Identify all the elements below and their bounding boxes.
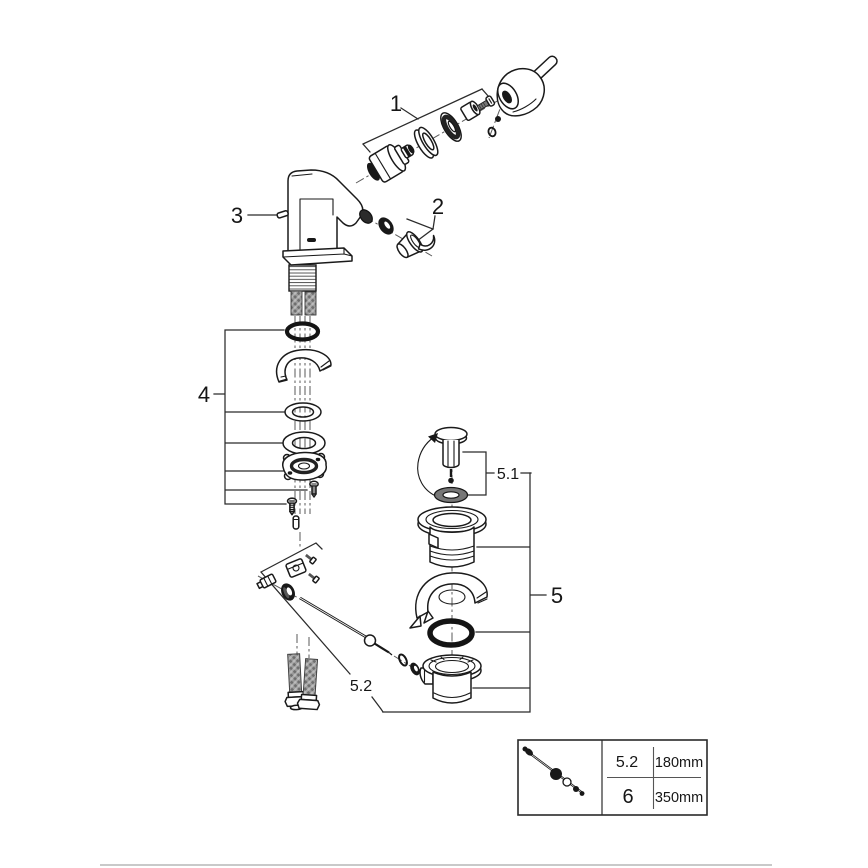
size-table-ref-row1: 5.2 xyxy=(616,754,638,771)
ball-joint-aerator xyxy=(396,231,436,259)
hose-stubs xyxy=(290,290,317,316)
cartridge xyxy=(366,143,415,183)
size-table-ref-row2: 6 xyxy=(622,786,633,808)
supply-hoses xyxy=(284,653,321,711)
clamp-screw-upper xyxy=(305,553,317,565)
mounting-set xyxy=(275,321,332,530)
hex-plug xyxy=(256,573,277,590)
rod-set xyxy=(256,553,420,676)
braided-hose-right xyxy=(296,658,321,711)
callout-5-label: 5 xyxy=(551,583,563,608)
retaining-clip xyxy=(409,572,488,629)
rotation-arrow xyxy=(417,436,439,498)
size-table-length-row2: 350mm xyxy=(655,790,703,806)
body-pin xyxy=(276,210,289,219)
callout-leader-lines xyxy=(213,88,547,713)
callout-5-2-label-backing xyxy=(347,677,376,694)
size-table-rod-thumbnail xyxy=(522,746,585,796)
callout-5-1-label: 5.1 xyxy=(497,466,519,483)
leader-group-2 xyxy=(406,215,436,242)
size-table-length-row1: 180mm xyxy=(655,755,703,771)
adapter-nut xyxy=(460,100,481,122)
drain-large-o-ring xyxy=(427,618,475,648)
drain-body xyxy=(417,506,487,568)
plug-o-ring xyxy=(433,486,469,504)
callout-4-label: 4 xyxy=(198,382,210,407)
rotation-arrow-head xyxy=(428,433,438,443)
cartridge-cap-ring xyxy=(413,126,439,159)
mounting-flange xyxy=(282,451,327,481)
clamp-screw-lower xyxy=(308,572,320,584)
washer-1 xyxy=(284,402,322,422)
flange-screw-right xyxy=(309,480,319,498)
callout-3-label: 3 xyxy=(231,203,243,228)
mousseur-seal xyxy=(378,217,394,235)
rod-grommet xyxy=(281,583,295,601)
faucet-body xyxy=(287,169,364,258)
leader-group-5-2 xyxy=(260,542,384,713)
rod-seal xyxy=(410,662,420,676)
leader-group-4 xyxy=(213,329,308,505)
washer-2 xyxy=(282,431,326,455)
handle-small-ring xyxy=(487,126,497,138)
pop-up-plug xyxy=(434,426,468,484)
shank-o-ring xyxy=(284,321,321,342)
size-table-grid xyxy=(601,740,701,815)
clamp-block xyxy=(285,558,307,578)
guide-pin xyxy=(292,515,300,530)
leader-group-5 xyxy=(382,472,547,713)
size-table: 5.2 180mm 6 350mm xyxy=(517,739,708,816)
lever-handle xyxy=(496,55,558,117)
spout-tip xyxy=(359,209,373,224)
handle-assembly xyxy=(366,55,558,183)
lift-rod xyxy=(299,596,393,656)
handle-bead xyxy=(495,116,501,122)
flange-screw-left xyxy=(286,497,298,516)
callout-1-label: 1 xyxy=(390,91,402,116)
braided-hose-left xyxy=(284,653,308,711)
leader-group-5-1 xyxy=(462,451,532,496)
base-plate xyxy=(282,247,353,266)
body-slot xyxy=(307,238,316,242)
callout-5-2-label: 5.2 xyxy=(350,678,372,695)
rod-o-ring xyxy=(398,653,408,667)
drain-trap xyxy=(419,654,482,704)
waste-set xyxy=(409,426,488,704)
handle-screw xyxy=(476,95,496,111)
threaded-shank xyxy=(288,264,317,292)
aerator-group xyxy=(378,217,436,259)
leader-group-1 xyxy=(362,88,490,153)
escutcheon-ring xyxy=(440,112,462,142)
faucet-body-group xyxy=(276,169,373,316)
escutcheon-wedge xyxy=(275,348,332,383)
callout-2-label: 2 xyxy=(432,194,444,219)
